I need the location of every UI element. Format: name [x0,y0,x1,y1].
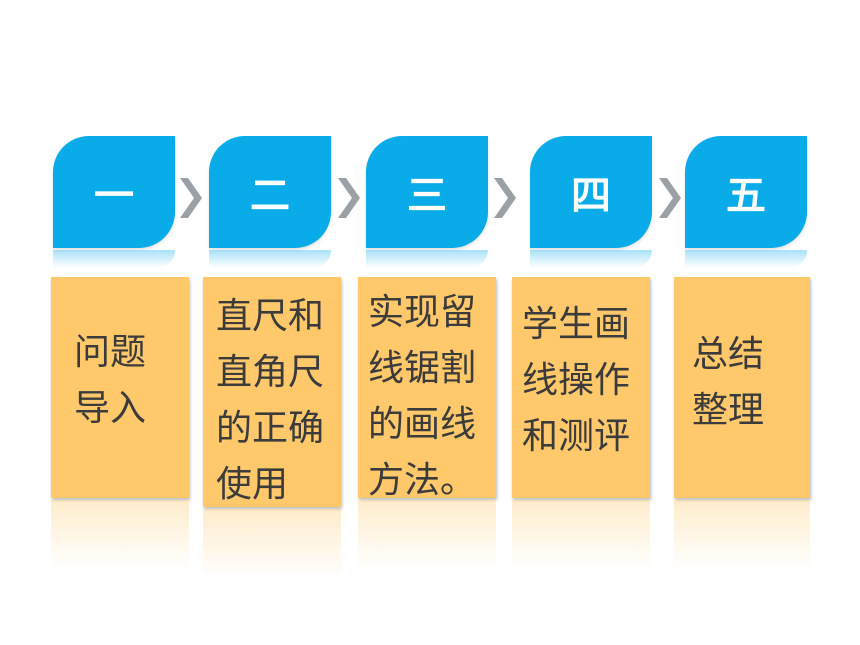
step-1-text: 问题导入 [74,332,147,429]
step-4-card: 学生画线操作和测评 [512,277,650,498]
step-1-card: 问题导入 [51,277,189,498]
step-2-card: 直尺和直角尺的正确使用 [203,277,341,507]
step-2-number: 二 [250,173,290,219]
step-4-tab: 四 [530,136,652,248]
step-3-card-reflection [358,500,496,570]
step-3-number: 三 [407,173,447,219]
step-5-text: 总结整理 [692,334,765,431]
step-4-text: 学生画线操作和测评 [522,304,631,457]
chevron-right-icon [180,178,202,218]
step-5-card: 总结整理 [674,277,810,498]
step-5-tab: 五 [685,136,807,248]
step-1-tab: 一 [53,136,175,248]
chevron-right-icon [659,178,681,218]
chevron-right-icon [494,178,516,218]
step-3-card: 实现留线锯割的画线方法。 [358,277,496,501]
step-2-card-reflection [203,509,341,579]
step-3-text: 实现留线锯割的画线方法。 [368,292,477,501]
step-4-tab-reflection [530,250,652,268]
step-2-text: 直尺和直角尺的正确使用 [216,296,325,505]
chevron-right-icon [338,178,360,218]
step-3-tab: 三 [366,136,488,248]
step-1-number: 一 [94,173,134,219]
step-1-card-reflection [51,500,189,570]
step-5-tab-reflection [685,250,807,268]
step-2-tab: 二 [209,136,331,248]
step-2-tab-reflection [209,250,331,268]
step-1-tab-reflection [53,250,175,268]
step-5-number: 五 [726,173,766,219]
step-5-card-reflection [674,500,810,570]
step-4-card-reflection [512,500,650,570]
step-3-tab-reflection [366,250,488,268]
step-4-number: 四 [571,173,611,219]
